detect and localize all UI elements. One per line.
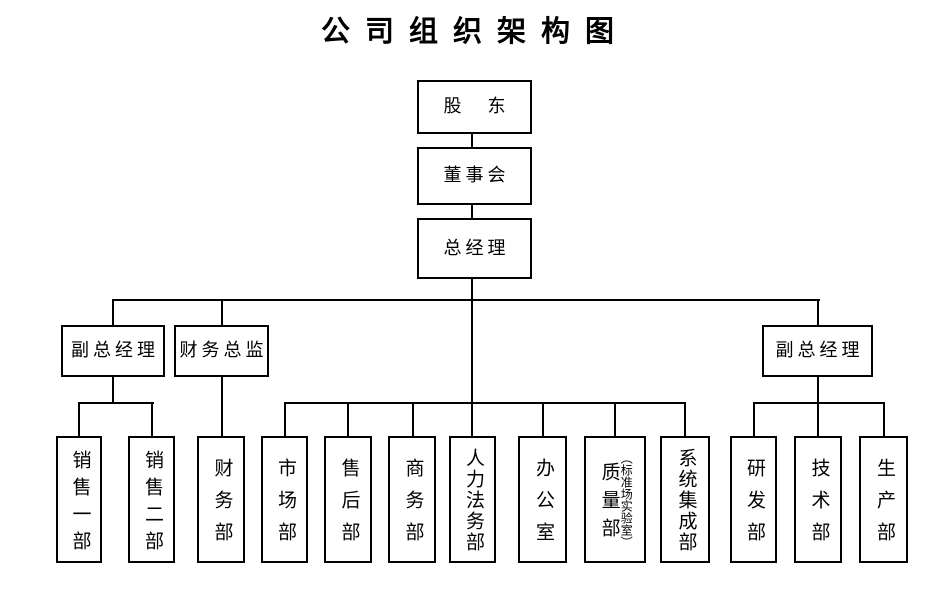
connector-drop-aftersales: [347, 402, 349, 436]
org-node-shareholders: 股 东: [417, 80, 532, 134]
org-node-aftersales: 售后部: [324, 436, 372, 563]
connector-drop-cfo: [221, 300, 223, 325]
org-node-office-label: 办公室: [532, 458, 554, 554]
org-node-hr-legal: 人力法务部: [449, 436, 496, 563]
org-node-rnd: 研发部: [730, 436, 777, 563]
org-node-hr-legal-label: 人力法务部: [462, 448, 484, 553]
org-node-tech: 技术部: [794, 436, 842, 563]
org-node-production: 生产部: [859, 436, 908, 563]
connector-bus-level2: [112, 299, 820, 301]
connector-drop-rnd: [753, 402, 755, 436]
chart-title: 公司组织架构图: [320, 16, 629, 48]
org-node-quality-label: 质量部: [598, 462, 620, 546]
connector-bus-right: [753, 402, 885, 404]
connector-board-gm: [471, 205, 473, 218]
org-node-system-integration: 系统集成部: [660, 436, 710, 563]
org-node-quality: 质量部 （标准场实验室）: [584, 436, 646, 563]
connector-drop-quality: [614, 402, 616, 436]
org-node-quality-annotation: （标准场实验室）: [619, 451, 634, 548]
connector-gm-trunk: [471, 279, 473, 436]
org-node-board: 董事会: [417, 147, 532, 205]
connector-cfo-finance: [221, 377, 223, 436]
connector-drop-office: [542, 402, 544, 436]
connector-drop-production: [883, 402, 885, 436]
org-node-vgm-left: 副总经理: [61, 325, 165, 377]
org-node-cfo: 财务总监: [174, 325, 269, 377]
org-node-sales1-label: 销售一部: [69, 449, 91, 558]
connector-drop-vgm-right: [817, 300, 819, 325]
org-node-system-integration-label: 系统集成部: [675, 448, 697, 553]
connector-vgm-right-down: [817, 377, 819, 403]
org-node-business: 商务部: [388, 436, 436, 563]
org-node-sales1: 销售一部: [56, 436, 102, 563]
connector-drop-marketing: [284, 402, 286, 436]
connector-drop-sales1: [78, 402, 80, 436]
org-node-general-manager: 总经理: [417, 218, 532, 279]
org-node-tech-label: 技术部: [808, 458, 830, 554]
org-node-shareholders-label: 股 东: [443, 96, 510, 117]
org-node-marketing-label: 市场部: [274, 458, 296, 554]
org-node-vgm-right: 副总经理: [762, 325, 873, 377]
org-node-production-label: 生产部: [873, 458, 895, 554]
connector-drop-system-integration: [684, 402, 686, 436]
org-node-vgm-right-label: 副总经理: [775, 340, 864, 361]
org-node-cfo-label: 财务总监: [179, 340, 268, 361]
org-node-business-label: 商务部: [402, 458, 424, 554]
org-node-vgm-left-label: 副总经理: [71, 340, 159, 361]
org-node-board-label: 董事会: [443, 165, 510, 186]
org-node-sales2: 销售二部: [128, 436, 175, 563]
org-node-rnd-label: 研发部: [743, 458, 765, 554]
connector-shareholders-board: [471, 134, 473, 147]
connector-drop-sales2: [151, 402, 153, 436]
connector-drop-tech: [817, 402, 819, 436]
org-node-sales2-label: 销售二部: [141, 449, 163, 558]
org-node-marketing: 市场部: [261, 436, 308, 563]
org-node-finance: 财务部: [197, 436, 245, 563]
connector-bus-departments: [284, 402, 686, 404]
org-node-finance-label: 财务部: [211, 458, 233, 554]
connector-drop-business: [412, 402, 414, 436]
connector-vgm-left-down: [112, 377, 114, 403]
connector-drop-vgm-left: [112, 300, 114, 325]
org-node-aftersales-label: 售后部: [338, 458, 360, 554]
connector-bus-sales: [78, 402, 154, 404]
org-node-general-manager-label: 总经理: [443, 237, 510, 258]
org-node-office: 办公室: [518, 436, 567, 563]
